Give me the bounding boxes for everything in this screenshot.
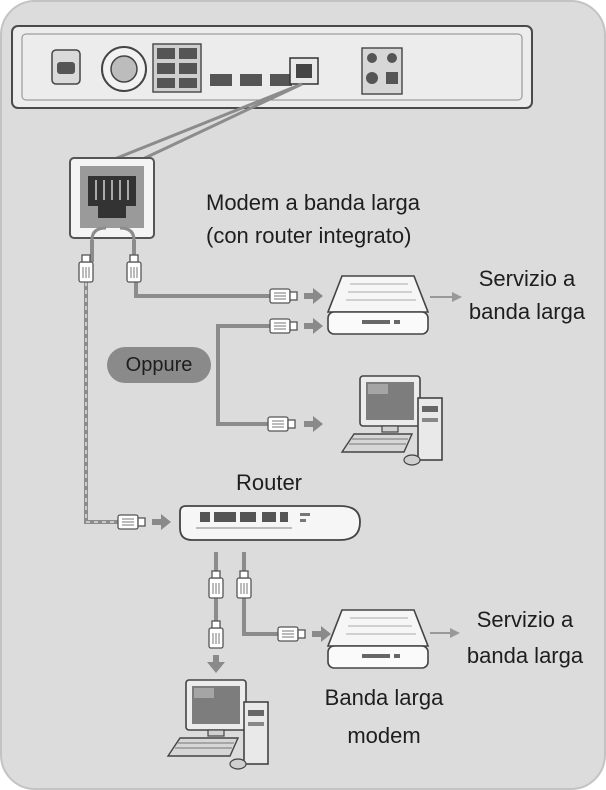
service-arrow-icon bbox=[430, 628, 460, 638]
oppure-badge bbox=[107, 347, 211, 383]
router-label: Router bbox=[235, 470, 303, 495]
modem-label-line2: modem bbox=[347, 723, 421, 748]
lan-port-icon bbox=[69, 157, 155, 239]
player-back-panel-icon bbox=[11, 25, 533, 109]
lan-cable-player bbox=[111, 82, 303, 168]
modem-label-line1: Banda larga bbox=[324, 685, 444, 710]
modem-router-label-line1: Modem a banda larga bbox=[206, 190, 421, 215]
service-top-label-line2: banda larga bbox=[468, 299, 586, 324]
oppure-label: Oppure bbox=[125, 354, 193, 376]
modem-icon bbox=[327, 609, 429, 669]
router-icon bbox=[179, 505, 361, 541]
modem-router-label-line2: (con router integrato) bbox=[206, 223, 412, 248]
service-bottom-label-line1: Servizio a bbox=[476, 607, 574, 632]
service-top-label-line1: Servizio a bbox=[478, 266, 576, 291]
modem-icon bbox=[327, 275, 429, 335]
service-bottom-label-line2: banda larga bbox=[466, 643, 584, 668]
arrow-down-icon bbox=[207, 655, 225, 673]
service-arrow-icon bbox=[430, 292, 462, 302]
